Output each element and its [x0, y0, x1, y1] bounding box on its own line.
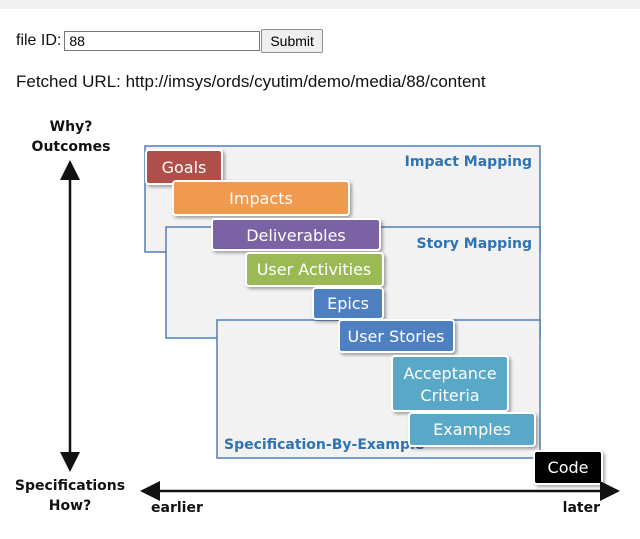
box-examples: Examples — [408, 412, 536, 447]
axis-top-label-line2: Outcomes — [32, 139, 111, 155]
box-user-activities: User Activities — [245, 252, 384, 287]
svg-text:Examples: Examples — [433, 420, 511, 439]
box-goals: Goals — [145, 149, 223, 185]
axis-bottom-label-line2: How? — [49, 498, 91, 514]
svg-text:Impacts: Impacts — [229, 189, 293, 208]
svg-text:Epics: Epics — [327, 294, 369, 313]
axis-top-label-line1: Why? — [50, 119, 93, 135]
browser-top-strip — [0, 0, 640, 9]
file-id-form: file ID: Submit — [16, 28, 323, 54]
story-mapping-label: Story Mapping — [416, 236, 532, 252]
file-id-label: file ID: — [16, 32, 62, 49]
svg-text:User Stories: User Stories — [348, 327, 445, 346]
file-id-input[interactable] — [64, 31, 261, 51]
box-code: Code — [533, 450, 603, 485]
box-acceptance-criteria: Acceptance Criteria — [391, 355, 509, 412]
axis-bottom-label-line1: Specifications — [15, 478, 125, 494]
box-user-stories: User Stories — [338, 319, 455, 353]
axis-later-label: later — [563, 500, 600, 516]
submit-button[interactable]: Submit — [261, 29, 323, 53]
box-impacts: Impacts — [172, 180, 350, 216]
impact-mapping-label: Impact Mapping — [405, 154, 532, 170]
svg-text:Code: Code — [548, 458, 589, 477]
box-deliverables: Deliverables — [211, 218, 381, 251]
svg-text:Deliverables: Deliverables — [246, 226, 346, 245]
svg-text:Goals: Goals — [162, 158, 207, 177]
svg-text:Criteria: Criteria — [420, 386, 479, 405]
svg-text:Acceptance: Acceptance — [403, 364, 496, 383]
spec-by-example-label: Specification-By-Example — [224, 437, 424, 453]
axis-earlier-label: earlier — [151, 500, 203, 516]
fetched-url-text: Fetched URL: http://imsys/ords/cyutim/de… — [16, 72, 486, 91]
media-diagram: Impact Mapping Story Mapping Specificati… — [15, 119, 620, 516]
svg-text:User Activities: User Activities — [257, 260, 372, 279]
box-epics: Epics — [312, 287, 384, 320]
